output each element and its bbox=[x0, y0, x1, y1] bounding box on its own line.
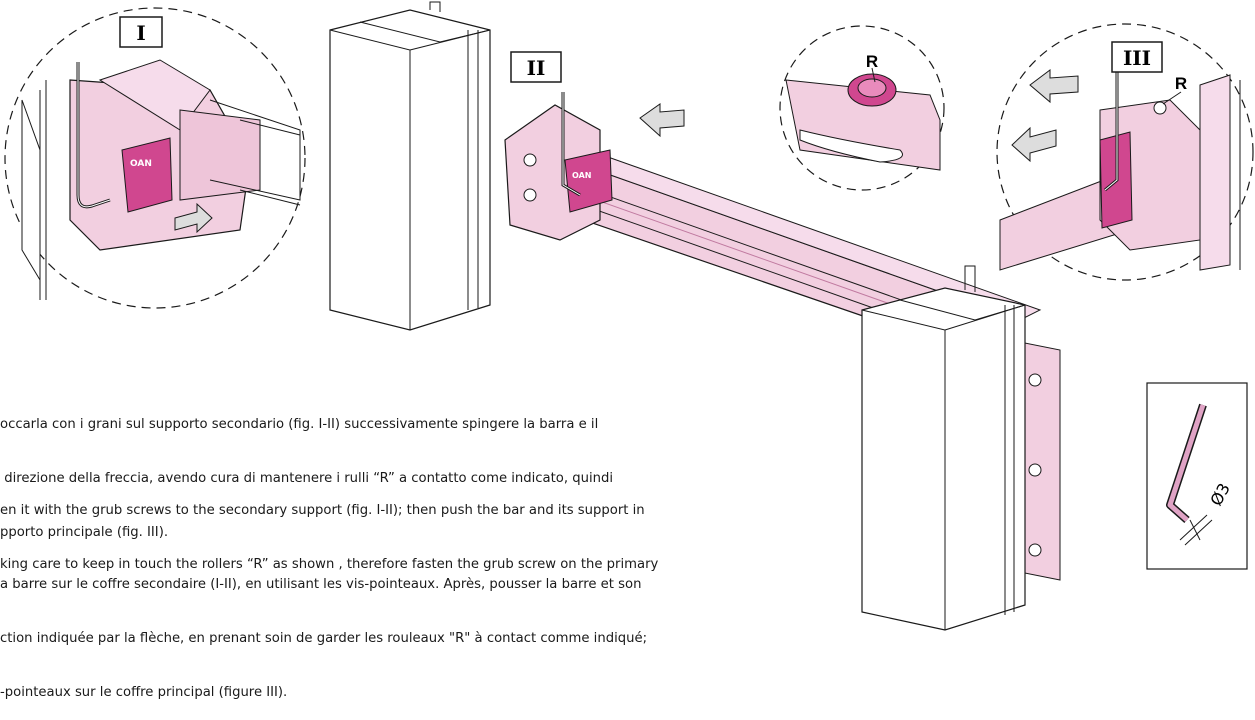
text-fr-line-3: -pointeaux sur le coffre principal (figu… bbox=[0, 685, 288, 700]
fig1-label: I bbox=[136, 21, 145, 45]
roller-label-fig3: R bbox=[1175, 74, 1187, 93]
text-it-line-3: pporto principale (fig. III). bbox=[0, 525, 169, 540]
assembly-diagram: OAN I OAN bbox=[4, 1, 1254, 631]
text-en-line-2: king care to keep in touch the rollers “… bbox=[0, 557, 659, 572]
instructions-french: a barre sur le coffre secondaire (I-II),… bbox=[0, 540, 647, 720]
svg-text:OAN: OAN bbox=[130, 159, 152, 169]
instructions-english: en it with the grub screws to the second… bbox=[0, 466, 658, 592]
text-it-line-2: direzione della freccia, avendo cura di … bbox=[0, 471, 614, 486]
roller-label-detail: R bbox=[866, 52, 878, 71]
fig2-label-box bbox=[510, 51, 562, 83]
fig1-label-box bbox=[119, 16, 163, 48]
detail-circle-fig3 bbox=[996, 23, 1254, 281]
text-fr-line-1: a barre sur le coffre secondaire (I-II),… bbox=[0, 577, 642, 592]
fig3-label: III bbox=[1123, 46, 1151, 70]
svg-text:OAN: OAN bbox=[572, 171, 591, 180]
fig2-label: II bbox=[527, 56, 546, 80]
text-it-line-1: occarla con i grani sul supporto seconda… bbox=[0, 417, 599, 432]
detail-circle-fig1: OAN bbox=[4, 7, 306, 309]
main-assembly: OAN bbox=[329, 1, 1061, 631]
roller-detail-circle bbox=[779, 25, 945, 191]
instructions-italian: occarla con i grani sul supporto seconda… bbox=[0, 380, 613, 560]
fig3-label-box bbox=[1111, 41, 1163, 73]
allen-key-box: Ø3 bbox=[1146, 382, 1248, 570]
text-en-line-1: en it with the grub screws to the second… bbox=[0, 503, 645, 518]
